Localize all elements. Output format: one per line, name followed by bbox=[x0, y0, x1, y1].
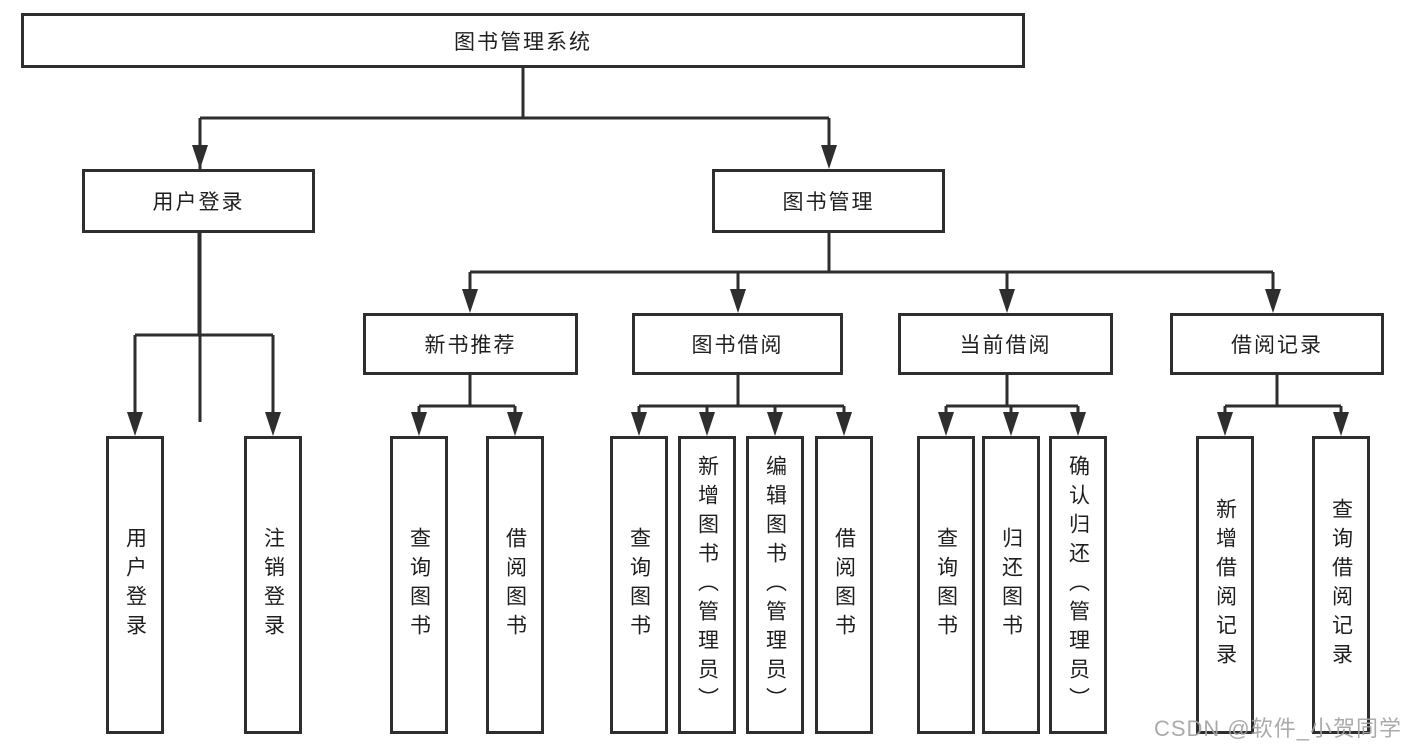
node-borrowing-records: 借阅记录 bbox=[1170, 313, 1384, 375]
leaf-logout: 注销登录 bbox=[244, 436, 302, 734]
node-label: 新书推荐 bbox=[424, 334, 517, 357]
node-label: 借阅记录 bbox=[1231, 334, 1323, 357]
leaf-query-borrow-record: 查询借阅记录 bbox=[1312, 436, 1370, 734]
node-label: 新增借阅记录 bbox=[1213, 498, 1237, 672]
leaf-return-books: 归还图书 bbox=[982, 436, 1040, 734]
leaf-add-books-admin: 新增图书（管理员） bbox=[678, 436, 736, 734]
node-label: 查询图书 bbox=[407, 527, 431, 643]
leaf-borrow-books-1: 借阅图书 bbox=[486, 436, 544, 734]
leaf-query-books-2: 查询图书 bbox=[610, 436, 668, 734]
leaf-query-books-1: 查询图书 bbox=[390, 436, 448, 734]
connector-borrow-record bbox=[1223, 375, 1343, 420]
leaf-borrow-books-2: 借阅图书 bbox=[815, 436, 873, 734]
connector-book-borrow bbox=[637, 375, 846, 420]
node-label: 编辑图书（管理员） bbox=[763, 454, 787, 716]
leaf-add-borrow-record: 新增借阅记录 bbox=[1196, 436, 1254, 734]
node-label: 当前借阅 bbox=[959, 334, 1052, 357]
arrowheads bbox=[127, 145, 1349, 436]
node-label: 图书管理系统 bbox=[454, 30, 592, 54]
connector-book-mgmt bbox=[468, 233, 1275, 297]
node-new-book-recommend: 新书推荐 bbox=[363, 313, 578, 375]
connector-new-book bbox=[417, 375, 517, 420]
node-label: 归还图书 bbox=[999, 527, 1023, 643]
node-label: 图书借阅 bbox=[691, 334, 784, 357]
csdn-watermark: CSDN @软件_小贺同学 bbox=[1153, 716, 1402, 741]
node-book-management: 图书管理 bbox=[712, 169, 945, 233]
node-label: 借阅图书 bbox=[503, 527, 527, 643]
node-label: 用户登录 bbox=[152, 191, 245, 214]
node-book-borrowing: 图书借阅 bbox=[632, 313, 843, 375]
node-label: 新增图书（管理员） bbox=[695, 454, 719, 716]
connector-user-login bbox=[133, 233, 275, 420]
leaf-user-login: 用户登录 bbox=[106, 436, 164, 734]
node-label: 查询图书 bbox=[627, 527, 651, 643]
node-label: 借阅图书 bbox=[832, 527, 856, 643]
leaf-confirm-return-admin: 确认归还（管理员） bbox=[1049, 436, 1107, 734]
node-label: 注销登录 bbox=[261, 527, 285, 643]
node-label: 查询图书 bbox=[934, 527, 958, 643]
node-user-login: 用户登录 bbox=[82, 169, 315, 233]
node-label: 图书管理 bbox=[782, 191, 875, 214]
node-label: 确认归还（管理员） bbox=[1066, 454, 1090, 716]
node-root-library-system: 图书管理系统 bbox=[21, 13, 1025, 68]
connector-root bbox=[198, 68, 831, 422]
node-current-borrowing: 当前借阅 bbox=[898, 313, 1113, 375]
leaf-query-books-3: 查询图书 bbox=[917, 436, 975, 734]
leaf-edit-books-admin: 编辑图书（管理员） bbox=[746, 436, 804, 734]
node-label: 用户登录 bbox=[123, 527, 147, 643]
node-label: 查询借阅记录 bbox=[1329, 498, 1353, 672]
